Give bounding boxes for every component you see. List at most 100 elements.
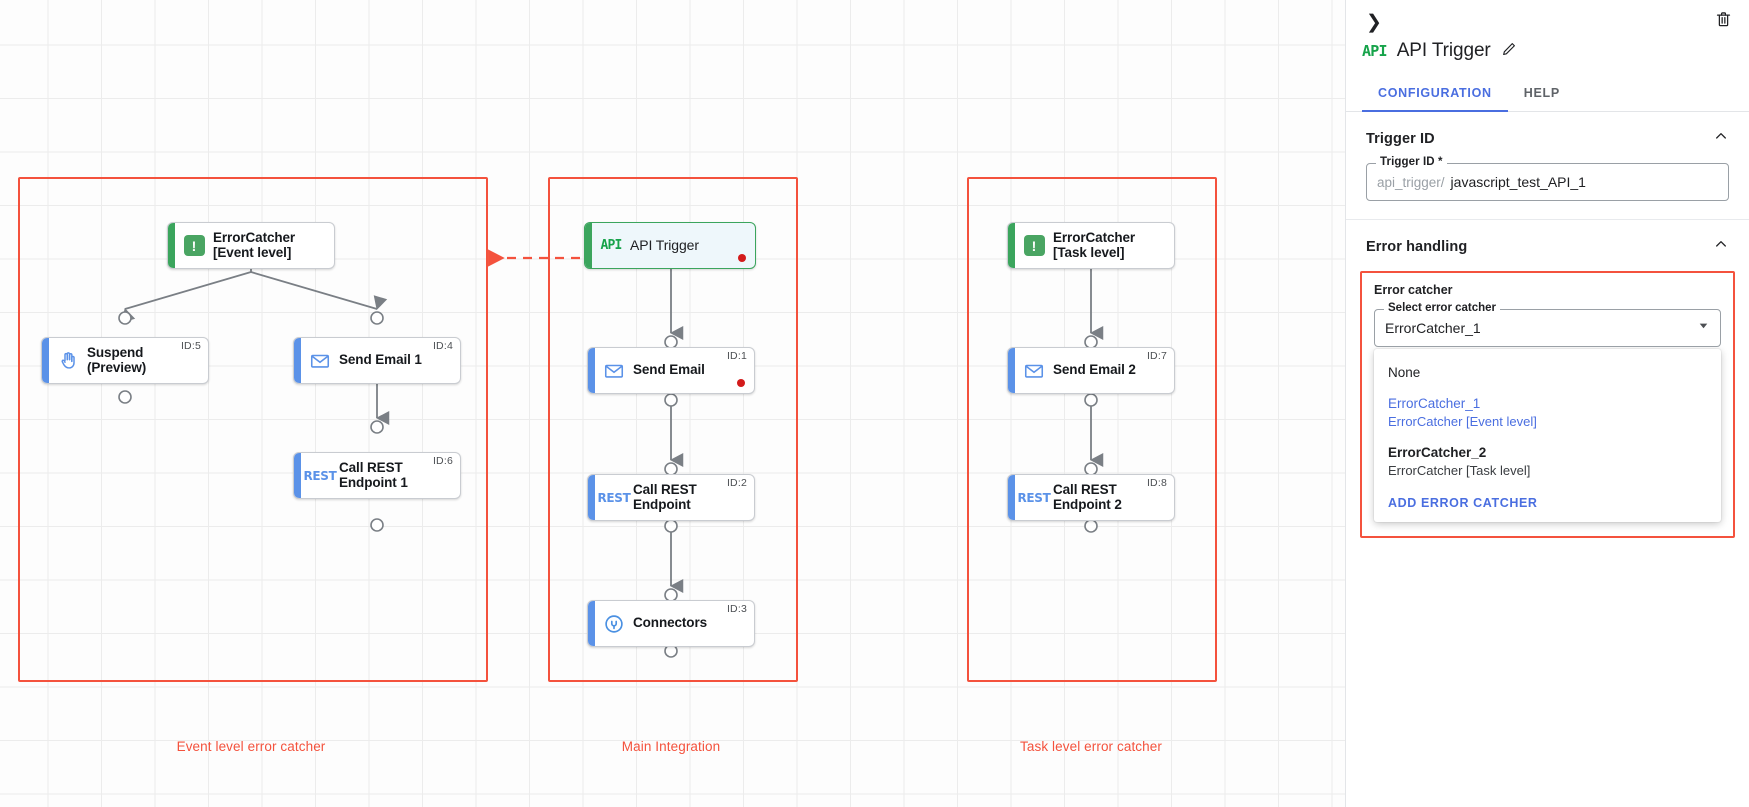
node-label: Send Email	[633, 362, 705, 378]
node-id-badge: ID:6	[432, 455, 453, 467]
node-accent-bar	[1008, 223, 1015, 268]
chevron-up-icon[interactable]	[1713, 128, 1729, 149]
tab-help[interactable]: HELP	[1523, 86, 1560, 100]
group-box-task-level[interactable]	[967, 177, 1217, 682]
node-suspend[interactable]: Suspend (Preview) ID:5	[41, 337, 209, 384]
workflow-canvas[interactable]: Event level error catcher Main Integrati…	[0, 0, 1345, 807]
node-api-trigger[interactable]: API API Trigger	[584, 222, 756, 269]
node-id-badge: ID:5	[180, 340, 201, 352]
envelope-icon	[595, 360, 633, 382]
panel-title-row: API API Trigger	[1346, 34, 1749, 62]
status-dot	[737, 379, 745, 387]
node-accent-bar	[588, 475, 595, 520]
node-label: Call REST Endpoint 1	[339, 460, 408, 490]
dropdown-option-none[interactable]: None	[1374, 357, 1721, 388]
node-accent-bar	[588, 348, 595, 393]
node-id-badge: ID:8	[1146, 477, 1167, 489]
node-label: Send Email 1	[339, 352, 422, 368]
node-label: ErrorCatcher [Task level]	[1053, 230, 1136, 260]
rest-icon: REST	[597, 490, 631, 505]
node-accent-bar	[1008, 475, 1015, 520]
select-error-catcher-value: ErrorCatcher_1	[1385, 320, 1481, 336]
node-accent-bar	[585, 223, 592, 268]
node-connectors[interactable]: Connectors ID:3	[587, 600, 755, 647]
node-id-badge: ID:7	[1146, 350, 1167, 362]
node-id-badge: ID:1	[726, 350, 747, 362]
group-box-event-level[interactable]	[18, 177, 488, 682]
panel-toolbar: ❯	[1346, 0, 1749, 34]
node-accent-bar	[294, 453, 301, 498]
node-label: Call REST Endpoint 2	[1053, 482, 1122, 512]
pencil-icon[interactable]	[1501, 41, 1517, 62]
node-label: Call REST Endpoint	[633, 482, 697, 512]
node-label: Suspend (Preview)	[87, 345, 147, 375]
caret-down-icon[interactable]	[1697, 319, 1710, 337]
trigger-id-prefix: api_trigger/	[1377, 174, 1445, 190]
select-error-catcher[interactable]: Select error catcher ErrorCatcher_1	[1374, 302, 1721, 347]
panel-tabs: CONFIGURATION HELP	[1346, 78, 1749, 112]
node-id-badge: ID:2	[726, 477, 747, 489]
error-catcher-icon: !	[1015, 235, 1053, 256]
node-call-rest-endpoint-1[interactable]: REST Call REST Endpoint 1 ID:6	[293, 452, 461, 499]
section-title: Trigger ID	[1366, 130, 1435, 147]
error-catcher-icon: !	[175, 235, 213, 256]
section-trigger-id-header[interactable]: Trigger ID	[1346, 112, 1749, 163]
details-panel: ❯ API API Trigger CONFIGURATION HEL	[1345, 0, 1749, 807]
page-title: API Trigger	[1396, 40, 1491, 61]
group-label-task-level: Task level error catcher	[1020, 739, 1162, 754]
node-call-rest-endpoint-2[interactable]: REST Call REST Endpoint 2 ID:8	[1007, 474, 1175, 521]
trigger-id-input[interactable]: Trigger ID * api_trigger/ javascript_tes…	[1366, 156, 1729, 201]
error-catcher-dropdown: None ErrorCatcher_1 ErrorCatcher [Event …	[1374, 349, 1721, 522]
dropdown-option-primary: ErrorCatcher_1	[1388, 396, 1481, 411]
node-label: ErrorCatcher [Event level]	[213, 230, 296, 260]
status-dot	[738, 254, 746, 262]
trigger-id-field-wrap: Trigger ID * api_trigger/ javascript_tes…	[1346, 156, 1749, 219]
rest-icon: REST	[1017, 490, 1051, 505]
dropdown-option-primary: ErrorCatcher_2	[1388, 445, 1487, 460]
node-label: Connectors	[633, 615, 708, 631]
dropdown-option-secondary: ErrorCatcher [Event level]	[1388, 414, 1537, 429]
node-send-email-1[interactable]: Send Email 1 ID:4	[293, 337, 461, 384]
envelope-icon	[1015, 360, 1053, 382]
node-error-catcher-task[interactable]: ! ErrorCatcher [Task level]	[1007, 222, 1175, 269]
node-label: Send Email 2	[1053, 362, 1136, 378]
tab-configuration[interactable]: CONFIGURATION	[1362, 78, 1508, 112]
error-catcher-label: Error catcher	[1374, 283, 1453, 297]
node-send-email[interactable]: Send Email ID:1	[587, 347, 755, 394]
node-error-catcher-event[interactable]: ! ErrorCatcher [Event level]	[167, 222, 335, 269]
node-accent-bar	[42, 338, 49, 383]
node-accent-bar	[1008, 348, 1015, 393]
rest-icon: REST	[303, 468, 337, 483]
node-send-email-2[interactable]: Send Email 2 ID:7	[1007, 347, 1175, 394]
node-id-badge: ID:3	[726, 603, 747, 615]
trigger-id-value: javascript_test_API_1	[1450, 174, 1586, 190]
section-divider	[1346, 219, 1749, 220]
dropdown-option-secondary: ErrorCatcher [Task level]	[1388, 463, 1531, 478]
api-icon: API	[1362, 42, 1387, 60]
dropdown-option-errorcatcher-1[interactable]: ErrorCatcher_1 ErrorCatcher [Event level…	[1374, 388, 1721, 437]
select-error-catcher-legend: Select error catcher	[1384, 302, 1501, 314]
trigger-id-legend: Trigger ID *	[1376, 156, 1447, 168]
envelope-icon	[301, 350, 339, 372]
group-box-main-integration[interactable]	[548, 177, 798, 682]
dropdown-option-primary: None	[1388, 365, 1421, 380]
node-call-rest-endpoint[interactable]: REST Call REST Endpoint ID:2	[587, 474, 755, 521]
group-label-main-integration: Main Integration	[621, 739, 721, 754]
node-label: API Trigger	[630, 237, 699, 254]
error-catcher-block: Error catcher Select error catcher Error…	[1360, 271, 1735, 538]
node-accent-bar	[168, 223, 175, 268]
section-error-handling-header[interactable]: Error handling	[1346, 220, 1749, 271]
chevron-up-icon[interactable]	[1713, 236, 1729, 257]
add-error-catcher-button[interactable]: ADD ERROR CATCHER	[1388, 496, 1538, 510]
group-label-event-level: Event level error catcher	[176, 739, 326, 754]
api-icon: API	[600, 238, 622, 253]
node-id-badge: ID:4	[432, 340, 453, 352]
node-accent-bar	[588, 601, 595, 646]
chevron-right-icon[interactable]: ❯	[1366, 11, 1382, 33]
trash-icon[interactable]	[1714, 10, 1733, 34]
section-title: Error handling	[1366, 238, 1468, 255]
connectors-icon	[595, 613, 633, 635]
hand-icon	[49, 350, 87, 371]
dropdown-option-errorcatcher-2[interactable]: ErrorCatcher_2 ErrorCatcher [Task level]	[1374, 437, 1721, 486]
